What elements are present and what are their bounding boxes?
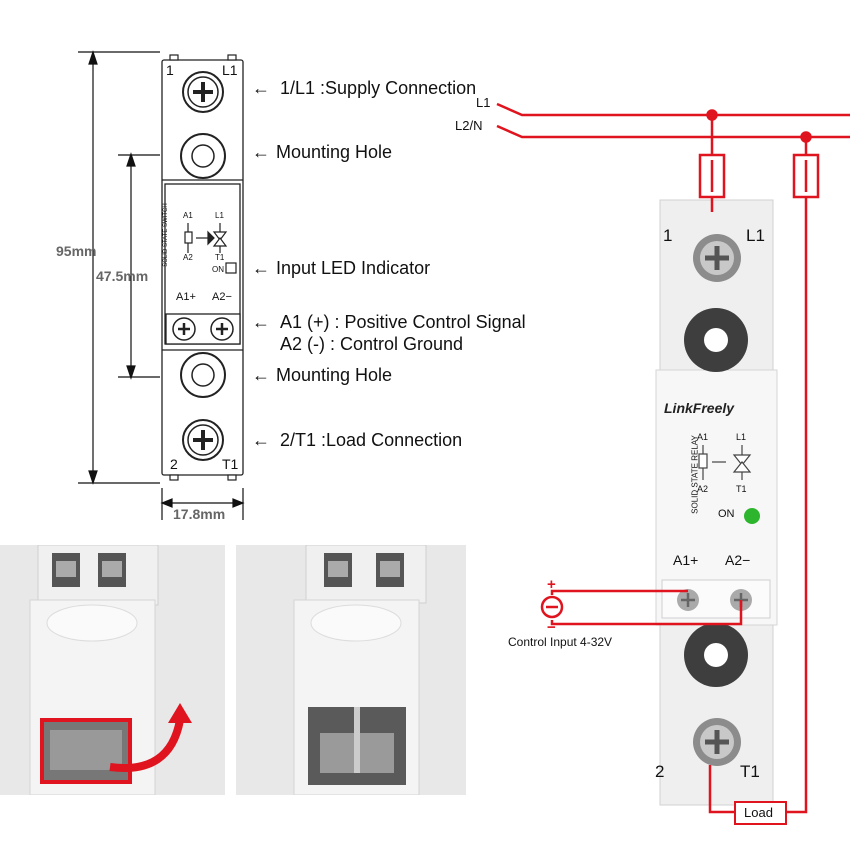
drawing-term-2: 2: [170, 456, 178, 472]
wire-l1-label: L1: [476, 95, 491, 110]
drawing-bottom-screw: [182, 419, 224, 461]
product-ctrl-a2: A2−: [725, 552, 751, 568]
callout-supply-arrow: ←: [252, 78, 270, 98]
callout-supply: 1/L1 :Supply Connection: [280, 78, 477, 98]
drawing-control-screws: [172, 317, 234, 341]
drawing-schematic: [184, 223, 228, 253]
product-l1-label: L1: [736, 432, 747, 442]
photo-clamp-graphic: [0, 545, 225, 795]
callout-load-arrow: ←: [252, 430, 270, 450]
photo-open-graphic: [236, 545, 466, 795]
product-a1-label: A1: [697, 432, 709, 442]
callout-load: 2/T1 :Load Connection: [280, 430, 463, 450]
drawing-top-screw: [182, 71, 224, 113]
product-body: [655, 199, 778, 806]
drawing-ctrl-a2: A2−: [212, 291, 232, 303]
drawing-term-1: 1: [166, 62, 174, 78]
product-brand-logo: LinkFreely: [664, 400, 735, 416]
product-ctrl-a1: A1+: [673, 552, 699, 568]
drawing-ctrl-a1: A1+: [176, 291, 196, 303]
drawing-on-label: ON: [212, 265, 224, 274]
photo-terminal-clamp: [0, 545, 225, 795]
drawing-term-l1: L1: [222, 62, 238, 78]
callout-mount-top-arrow: ←: [252, 142, 270, 162]
callout-control-arrow: ←: [252, 312, 270, 332]
product-term-t1: T1: [740, 762, 760, 781]
control-minus: −: [547, 619, 556, 636]
callout-mount-top: Mounting Hole: [276, 142, 393, 162]
callout-led-arrow: ←: [252, 258, 270, 278]
product-vertical-text: SOLID STATE RELAY: [690, 435, 700, 514]
drawing-a2-label: A2: [183, 253, 193, 262]
callout-mount-bottom-arrow: ←: [252, 365, 270, 385]
drawing-bottom-hole: [180, 352, 226, 398]
load-label: Load: [744, 805, 773, 820]
product-term-l1: L1: [746, 226, 765, 245]
dimension-lines: [78, 50, 245, 520]
product-term-2: 2: [655, 762, 665, 781]
control-input-label: Control Input 4-32V: [508, 635, 613, 649]
callout-mount-bottom: Mounting Hole: [276, 365, 393, 385]
drawing-t1-label: T1: [215, 253, 225, 262]
product-t1-label: T1: [736, 484, 747, 494]
drawing-led-box: [225, 262, 237, 274]
control-wires: [540, 589, 743, 626]
photo-terminal-open: [236, 545, 466, 795]
drawing-a1-label: A1: [183, 211, 193, 220]
dim-height-inner: 47.5mm: [96, 268, 149, 284]
callout-led: Input LED Indicator: [276, 258, 431, 278]
control-plus: +: [547, 576, 556, 593]
wire-l2-label: L2/N: [455, 118, 483, 133]
dim-width: 17.8mm: [173, 506, 226, 522]
callout-control-neg: A2 (-) : Control Ground: [280, 334, 464, 354]
drawing-term-t1: T1: [222, 456, 239, 472]
supply-wires: [496, 102, 850, 825]
product-led: [744, 508, 760, 524]
product-a2-label: A2: [697, 484, 709, 494]
product-term-1: 1: [663, 226, 673, 245]
drawing-top-hole: [180, 133, 226, 179]
drawing-l1-label: L1: [215, 211, 224, 220]
dim-height-total: 95mm: [56, 243, 97, 259]
callout-control-pos: A1 (+) : Positive Control Signal: [280, 312, 526, 332]
product-on-label: ON: [718, 508, 735, 520]
